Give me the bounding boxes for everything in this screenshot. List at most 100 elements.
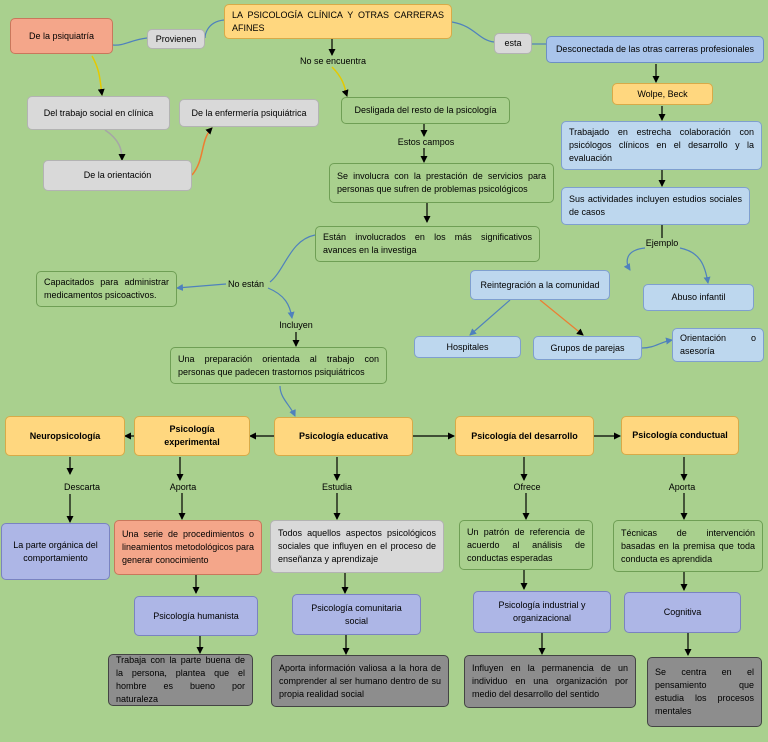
link-ejemplo-reint	[623, 247, 646, 271]
node-text: Psicología del desarrollo	[471, 430, 578, 441]
node-text: Desconectada de las otras carreras profe…	[555, 44, 755, 54]
node-tecnicas: Técnicas de intervención basadas en la p…	[613, 520, 763, 572]
link-ejemplo-abuso	[679, 247, 711, 284]
node-esta: esta	[494, 33, 532, 54]
node-reintegracion: Reintegración a la comunidad	[470, 270, 610, 300]
node-abuso: Abuso infantil	[643, 284, 754, 311]
label-no-estan: No están	[227, 279, 265, 289]
node-text: Del trabajo social en clínica	[43, 107, 154, 118]
label-aporta-experimental: Aporta	[169, 482, 197, 492]
node-desconectada: Desconectada de las otras carreras profe…	[546, 36, 764, 63]
node-text: Psicología educativa	[298, 431, 389, 441]
node-parejas: Grupos de parejas	[533, 336, 642, 360]
link-involucrados-noestan	[269, 234, 316, 283]
node-text: Provienen	[155, 33, 197, 44]
label-incluyen: Incluyen	[279, 320, 313, 330]
node-influyen: Influyen en la permanencia de un individ…	[464, 655, 636, 708]
link-title-provienen	[204, 19, 225, 39]
node-text: Psicología experimental	[164, 424, 220, 447]
node-involucra: Se involucra con la prestación de servic…	[329, 163, 554, 203]
node-text: Cognitiva	[663, 607, 702, 617]
node-text: Un patrón de referencia de acuerdo al an…	[467, 526, 585, 563]
node-industrial: Psicología industrial y organizacional	[473, 591, 611, 633]
link-nose-desligada	[331, 66, 349, 97]
node-wolpe: Wolpe, Beck	[612, 83, 713, 105]
node-text: Aporta información valiosa a la hora de …	[279, 662, 441, 699]
title-text: LA PSICOLOGÍA CLÍNICA Y OTRAS CARRERAS A…	[232, 9, 444, 33]
node-text: Psicología conductual	[632, 430, 728, 440]
node-text: Trabajado en estrecha colaboración con p…	[569, 127, 754, 163]
node-text: Psicología comunitaria social	[311, 602, 402, 626]
node-text: Orientación o asesoría	[680, 333, 756, 356]
link-title-esta	[451, 21, 495, 43]
node-trabajo-social: Del trabajo social en clínica	[27, 96, 170, 130]
node-text: Capacitados para administrar medicamento…	[44, 277, 169, 300]
node-organica: La parte orgánica del comportamiento	[1, 523, 110, 580]
node-cognitiva: Cognitiva	[624, 592, 741, 633]
label-estos-campos: Estos campos	[397, 137, 455, 147]
node-educativa: Psicología educativa	[274, 417, 413, 456]
node-involucrados: Están involucrados en los más significat…	[315, 226, 540, 262]
node-provienen: Provienen	[147, 29, 205, 49]
node-text: Técnicas de intervención basadas en la p…	[621, 527, 755, 564]
node-text: De la psiquiatría	[28, 30, 95, 41]
node-aspectos: Todos aquellos aspectos psicológicos soc…	[270, 520, 444, 573]
label-ejemplo: Ejemplo	[645, 238, 679, 248]
link-orient-enfer	[191, 127, 213, 176]
node-orientacion-asesoria: Orientación o asesoría	[672, 328, 764, 362]
link-reint-hosp	[469, 299, 511, 336]
node-hospitales: Hospitales	[414, 336, 521, 358]
node-text: Reintegración a la comunidad	[480, 279, 600, 290]
link-trabajo-orient	[104, 129, 126, 161]
label-ofrece: Ofrece	[513, 482, 541, 492]
link-noestan-incluyen	[267, 287, 295, 319]
node-text: Se centra en el pensamiento que estudia …	[655, 667, 754, 716]
node-text: Todos aquellos aspectos psicológicos soc…	[278, 528, 436, 564]
node-text: La parte orgánica del comportamiento	[13, 539, 98, 563]
node-neuropsicologia: Neuropsicología	[5, 416, 125, 456]
label-aporta-conductual: Aporta	[668, 482, 696, 492]
node-text: Hospitales	[446, 341, 489, 352]
node-desligada: Desligada del resto de la psicología	[341, 97, 510, 124]
node-text: Están involucrados en los más significat…	[323, 232, 532, 255]
node-text: Una preparación orientada al trabajo con…	[178, 353, 379, 377]
node-text: Wolpe, Beck	[637, 88, 688, 99]
node-actividades: Sus actividades incluyen estudios social…	[561, 187, 750, 225]
link-noestan-capacitados	[176, 283, 227, 292]
label-no-se-encuentra: No se encuentra	[299, 56, 367, 66]
node-text: Grupos de parejas	[550, 342, 625, 353]
node-text: Neuropsicología	[29, 430, 101, 441]
node-text: Psicología industrial y organizacional	[498, 600, 586, 623]
node-humanista: Psicología humanista	[134, 596, 258, 636]
node-text: Sus actividades incluyen estudios social…	[569, 194, 742, 217]
label-descarta: Descarta	[63, 482, 101, 492]
node-text: esta	[504, 38, 522, 48]
node-trabajado: Trabajado en estrecha colaboración con p…	[561, 121, 762, 170]
title-node: LA PSICOLOGÍA CLÍNICA Y OTRAS CARRERAS A…	[224, 4, 452, 39]
link-provienen-psiquiatria	[112, 37, 148, 46]
link-psiq-trabajo	[91, 55, 105, 96]
node-text: Se involucra con la prestación de servic…	[337, 171, 546, 194]
label-estudia: Estudia	[321, 482, 353, 492]
node-procedimientos: Una serie de procedimientos o lineamient…	[114, 520, 262, 575]
node-text: Abuso infantil	[671, 292, 726, 302]
link-parejas-asesoria	[641, 337, 673, 349]
node-enfermeria: De la enfermería psiquiátrica	[179, 99, 319, 127]
node-preparacion: Una preparación orientada al trabajo con…	[170, 347, 387, 384]
node-orientacion: De la orientación	[43, 160, 192, 191]
node-aporta-info: Aporta información valiosa a la hora de …	[271, 655, 449, 707]
node-text: Una serie de procedimientos o lineamient…	[122, 529, 254, 565]
node-capacitados: Capacitados para administrar medicamento…	[36, 271, 177, 307]
node-comunitaria: Psicología comunitaria social	[292, 594, 421, 635]
node-text: Influyen en la permanencia de un individ…	[472, 663, 628, 699]
node-patron: Un patrón de referencia de acuerdo al an…	[459, 520, 593, 570]
node-text: De la orientación	[83, 170, 152, 180]
link-reint-parejas	[539, 299, 584, 336]
node-text: Trabaja con la parte buena de la persona…	[116, 655, 245, 704]
node-desarrollo: Psicología del desarrollo	[455, 416, 594, 456]
node-centra: Se centra en el pensamiento que estudia …	[647, 657, 762, 727]
node-text: De la enfermería psiquiátrica	[191, 107, 307, 118]
node-text: Psicología humanista	[153, 610, 239, 621]
node-parte-buena: Trabaja con la parte buena de la persona…	[108, 654, 253, 706]
